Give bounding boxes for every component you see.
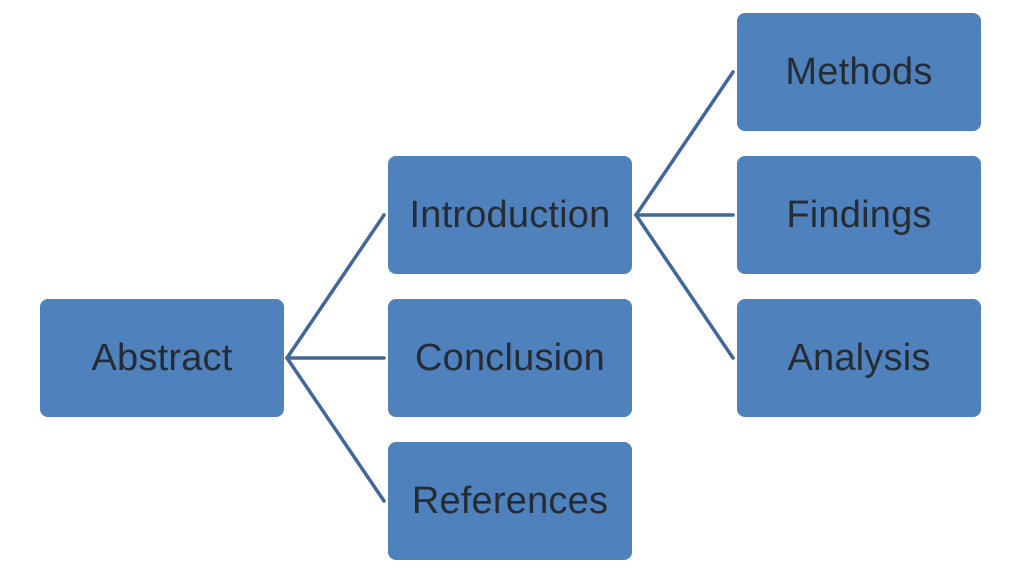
node-findings: Findings bbox=[737, 156, 981, 274]
node-abstract-label: Abstract bbox=[91, 336, 233, 379]
node-analysis: Analysis bbox=[737, 299, 981, 417]
connector-abstract-introduction bbox=[285, 213, 386, 360]
node-references: References bbox=[388, 442, 632, 560]
node-references-label: References bbox=[411, 479, 609, 522]
node-methods-label: Methods bbox=[785, 50, 933, 93]
connector-introduction-analysis bbox=[634, 213, 735, 360]
node-analysis-label: Analysis bbox=[787, 336, 931, 379]
node-abstract: Abstract bbox=[40, 299, 284, 417]
node-introduction-label: Introduction bbox=[409, 193, 611, 236]
node-introduction: Introduction bbox=[388, 156, 632, 274]
node-methods: Methods bbox=[737, 13, 981, 131]
node-conclusion-label: Conclusion bbox=[415, 336, 605, 379]
node-findings-label: Findings bbox=[786, 193, 932, 236]
connector-abstract-references bbox=[285, 356, 386, 503]
node-conclusion: Conclusion bbox=[388, 299, 632, 417]
connector-introduction-methods bbox=[634, 70, 735, 217]
